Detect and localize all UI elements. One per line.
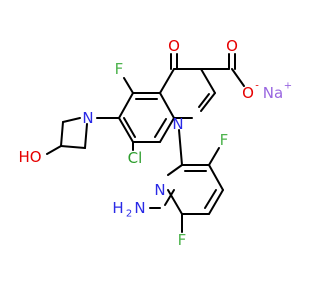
bond bbox=[84, 123, 88, 149]
atom-h: H bbox=[112, 199, 123, 217]
bond bbox=[60, 145, 86, 149]
bond bbox=[154, 118, 167, 138]
bond bbox=[167, 189, 183, 215]
bond bbox=[208, 189, 224, 215]
bond bbox=[60, 121, 64, 147]
bond bbox=[46, 145, 62, 155]
bond bbox=[231, 68, 245, 87]
bond bbox=[118, 92, 134, 119]
bond bbox=[208, 147, 220, 166]
atom-f-pyr-bottom: F bbox=[178, 231, 187, 249]
atom-o-ketone: O bbox=[168, 37, 180, 55]
bond bbox=[159, 92, 175, 119]
atom-f-ring: F bbox=[115, 60, 124, 78]
atom-n-amine: N bbox=[134, 199, 145, 217]
atom-f-pyr-top: F bbox=[220, 131, 229, 149]
atom-nh2: H 2 N bbox=[112, 199, 145, 220]
bond bbox=[208, 164, 224, 191]
atom-n-pyridine: N bbox=[154, 181, 165, 199]
bond bbox=[159, 117, 175, 143]
bonds bbox=[46, 53, 245, 233]
bond bbox=[123, 117, 136, 138]
atom-ho: HO bbox=[18, 148, 41, 166]
atom-cl: Cl bbox=[128, 149, 143, 167]
bond bbox=[167, 164, 183, 176]
bond bbox=[164, 189, 175, 206]
charge-plus: + bbox=[284, 81, 292, 92]
bond bbox=[118, 117, 134, 143]
bond bbox=[200, 92, 216, 112]
bond bbox=[200, 68, 216, 94]
bond bbox=[123, 77, 134, 94]
bond bbox=[159, 68, 175, 94]
atom-na: Na bbox=[263, 84, 283, 102]
bond bbox=[62, 117, 81, 123]
atom-o-carbonyl: O bbox=[226, 37, 238, 55]
charge-minus: - bbox=[255, 81, 259, 92]
bond bbox=[204, 189, 217, 209]
atom-o-anion: O bbox=[242, 84, 254, 102]
molecule-structure: O O O - Na + F N HO Cl N N H 2 N F F bbox=[18, 37, 292, 249]
atom-n-azetidine: N bbox=[82, 109, 93, 127]
bond bbox=[178, 129, 183, 166]
bond bbox=[198, 93, 210, 108]
atom-labels: O O O - Na + F N HO Cl N N H 2 N F F bbox=[18, 37, 292, 249]
atom-n-quinoline: N bbox=[172, 115, 183, 133]
atom-h-count: 2 bbox=[126, 209, 132, 220]
